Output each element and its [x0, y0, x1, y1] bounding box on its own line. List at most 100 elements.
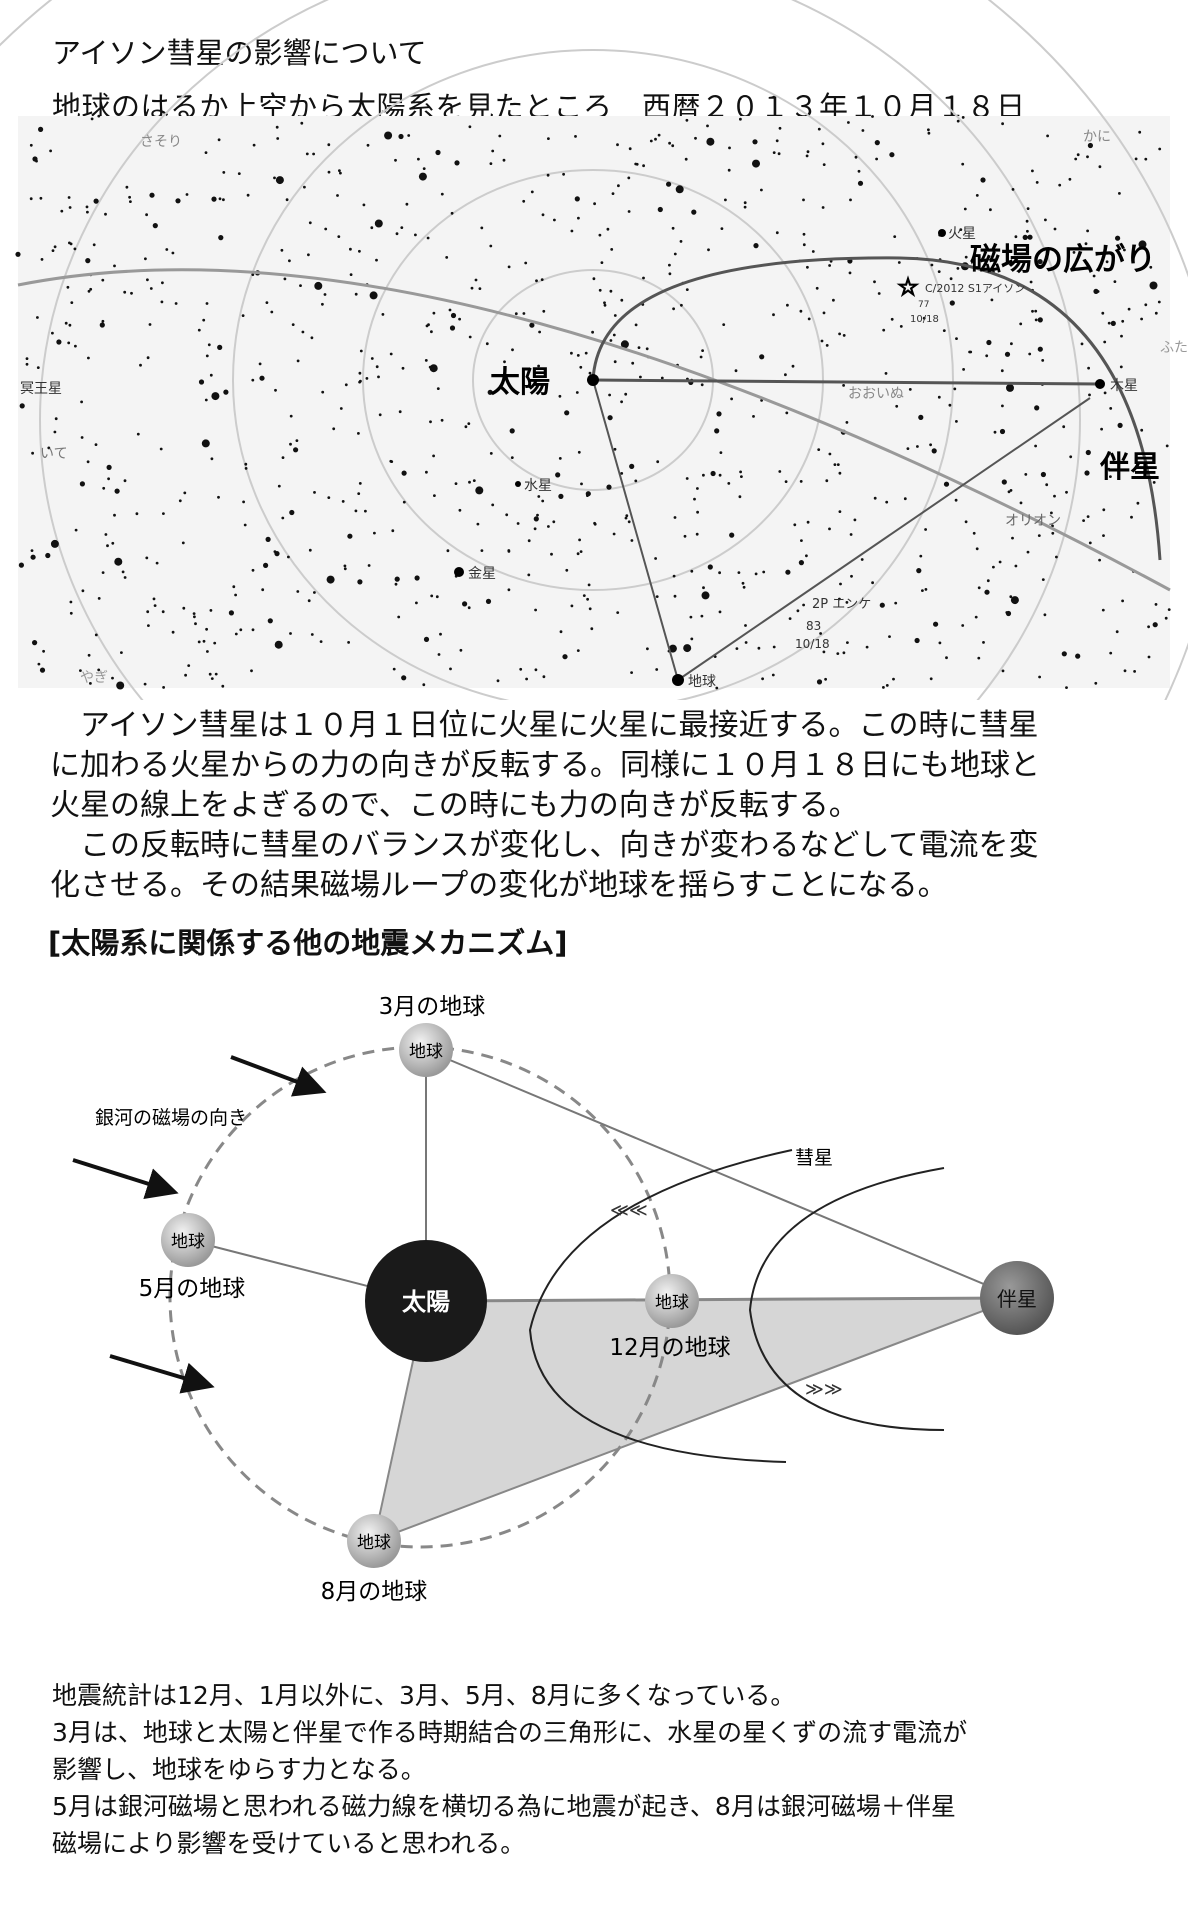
star-dot [491, 503, 495, 507]
star-dot [992, 565, 995, 569]
star-dot [530, 190, 534, 194]
star-dot [1005, 610, 1012, 617]
sun-jupiter-line [592, 378, 1101, 386]
star-dot [956, 119, 960, 123]
star-dot [655, 668, 659, 671]
star-dot [405, 202, 409, 206]
star-dot [529, 322, 535, 328]
star-dot [693, 497, 696, 501]
earth-companion-line [677, 397, 1091, 681]
mercury-label: 水星 [524, 478, 552, 494]
star-dot [580, 482, 583, 486]
star-dot [274, 640, 283, 649]
star-dot [534, 608, 537, 612]
star-dot [811, 250, 815, 253]
star-dot [771, 673, 775, 677]
star-dot [1076, 153, 1080, 157]
star-dot [839, 582, 842, 586]
star-dot [885, 500, 889, 504]
comet-ison-date: 10/18 [910, 314, 939, 325]
star-dot [893, 235, 897, 239]
star-dot [1144, 303, 1148, 307]
star-dot [564, 410, 570, 416]
star-dot [80, 400, 83, 404]
star-dot [280, 248, 284, 252]
star-dot [574, 196, 580, 202]
star-dot [296, 590, 300, 593]
star-dot [1111, 256, 1115, 259]
star-dot [237, 172, 241, 176]
star-dot [101, 571, 105, 574]
star-dot [395, 232, 399, 236]
star-dot [1096, 290, 1100, 293]
star-dot [1147, 655, 1151, 659]
star-dot [802, 198, 805, 202]
star-dot [375, 365, 379, 369]
star-dot [871, 115, 874, 118]
star-dot [538, 330, 541, 334]
star-dot [516, 522, 520, 525]
star-dot [555, 472, 561, 478]
march-companion-line [425, 1049, 1018, 1299]
star-dot [608, 393, 611, 397]
statistics-text: 地震統計は12月、1月以外に、3月、5月、8月に多くなっている。 3月は、地球と… [52, 1677, 967, 1862]
star-dot [92, 243, 96, 247]
star-dot [1031, 309, 1034, 313]
star-dot [1034, 405, 1040, 411]
earth-august: 地球 [347, 1514, 401, 1568]
star-dot [553, 218, 556, 222]
star-dot [1029, 280, 1033, 284]
star-dot [888, 635, 891, 638]
star-dot [718, 610, 722, 614]
star-dot [984, 589, 990, 595]
star-dot [849, 533, 853, 536]
star-dot [714, 428, 720, 434]
star-dot [281, 516, 285, 520]
star-dot [394, 576, 400, 582]
star-dot [963, 207, 967, 211]
star-dot [849, 198, 852, 202]
star-dot [198, 379, 205, 385]
explanation-paragraph: アイソン彗星は１０月１日位に火星に火星に最接近する。この時に彗星 に加わる火星か… [50, 706, 1040, 906]
star-dot [1034, 318, 1038, 322]
earth-march: 地球 [399, 1023, 453, 1077]
star-dot [1074, 157, 1078, 161]
star-dot [1086, 155, 1089, 159]
star-dot [802, 232, 806, 236]
star-dot [87, 289, 91, 293]
star-dot [273, 550, 277, 553]
star-dot [194, 622, 197, 626]
star-dot [507, 588, 511, 592]
star-dot [436, 387, 440, 390]
star-dot [700, 383, 704, 387]
star-dot [1140, 428, 1144, 432]
star-dot [990, 298, 994, 302]
encke-date: 10/18 [795, 637, 830, 651]
star-dot [289, 632, 292, 635]
star-dot [816, 679, 823, 685]
star-dot [598, 288, 602, 292]
star-dot [116, 681, 125, 690]
statistics-line: 磁場により影響を受けていると思われる。 [52, 1829, 526, 1858]
star-dot [99, 322, 105, 328]
star-dot [630, 539, 634, 542]
star-dot [707, 248, 710, 252]
star-dot [1001, 669, 1005, 673]
star-dot [424, 359, 428, 362]
star-dot [927, 128, 930, 132]
star-dot [319, 640, 323, 643]
pluto-label: 冥王星 [20, 381, 62, 397]
earth-label: 地球 [409, 1042, 443, 1062]
star-dot [114, 557, 123, 566]
star-dot [37, 662, 41, 666]
star-dot [251, 273, 255, 276]
star-dot [611, 192, 615, 196]
star-dot [241, 314, 245, 317]
star-dot [1149, 265, 1153, 269]
earth-label: 地球 [688, 674, 716, 690]
star-dot [948, 403, 952, 407]
star-dot [505, 513, 509, 517]
star-dot [47, 446, 51, 450]
star-dot [634, 479, 638, 483]
star-dot [982, 641, 985, 644]
